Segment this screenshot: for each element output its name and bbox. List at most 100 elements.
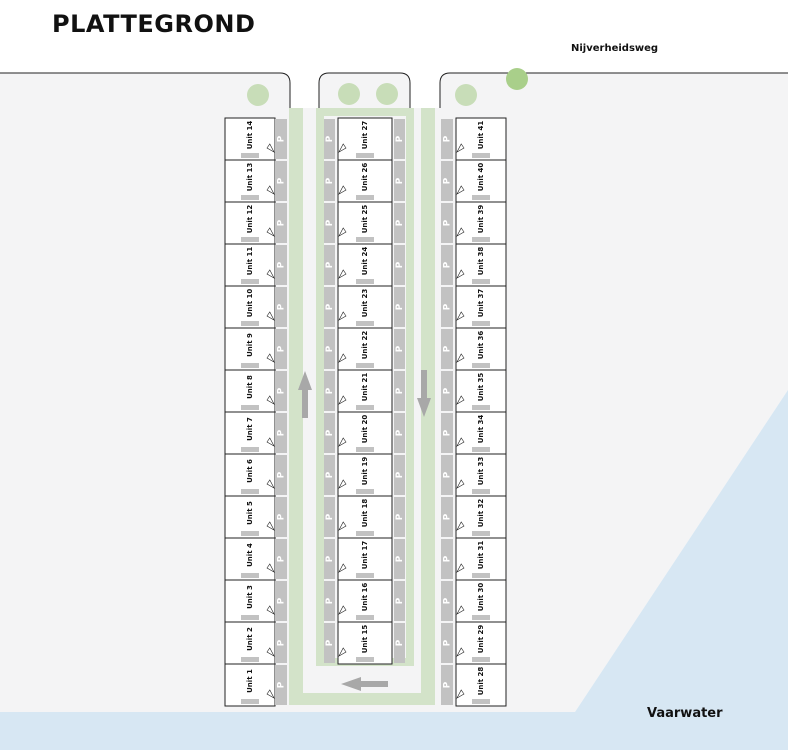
driving-lanes: [289, 108, 435, 705]
unit-27: Unit 27P: [324, 117, 393, 161]
parking-label: P: [325, 639, 335, 646]
parking-label: P: [277, 219, 287, 226]
unit-label: Unit 19: [361, 457, 369, 486]
unit-26: Unit 26P: [324, 159, 393, 203]
parking-spot: [394, 329, 405, 369]
loading-door-icon: [241, 153, 259, 158]
parking-spot: [324, 119, 335, 159]
unit-outline: [455, 285, 507, 329]
parking-spot: [394, 581, 405, 621]
parking-spot: [324, 245, 335, 285]
door-icon: [338, 227, 347, 237]
door-icon: [338, 311, 347, 321]
unit-19: Unit 19P: [324, 453, 393, 497]
parking-label: P: [277, 303, 287, 310]
parking-label: P: [395, 345, 405, 352]
door-icon: [456, 521, 465, 531]
road-label: Nijverheidsweg: [571, 43, 659, 54]
unit-label: Unit 1: [246, 669, 254, 693]
parking-label: P: [277, 681, 287, 688]
parking-spot-east-19: P: [394, 455, 405, 495]
loading-door-icon: [472, 363, 490, 368]
arrow-up-icon: [298, 371, 312, 418]
tree-icon: [376, 83, 398, 105]
tree-icon: [247, 84, 269, 106]
parking-spot: [441, 455, 453, 495]
parking-spot: [441, 203, 453, 243]
unit-31: Unit 31P: [441, 537, 507, 581]
loading-door-icon: [472, 489, 490, 494]
unit-23: Unit 23P: [324, 285, 393, 329]
parking-label: P: [277, 597, 287, 604]
parking-label: P: [325, 387, 335, 394]
parking-spot: [324, 161, 335, 201]
unit-label: Unit 40: [477, 163, 485, 192]
parking-label: P: [277, 513, 287, 520]
parking-spot-east-16: P: [394, 581, 405, 621]
door-icon: [456, 395, 465, 405]
parking-spot: [441, 161, 453, 201]
door-icon: [338, 395, 347, 405]
parking-spot: [324, 371, 335, 411]
unit-label: Unit 14: [246, 121, 254, 150]
loading-door-icon: [472, 573, 490, 578]
parking-label: P: [277, 387, 287, 394]
door-icon: [456, 185, 465, 195]
door-icon: [266, 521, 275, 531]
parking-label: P: [395, 135, 405, 142]
parking-spot: [275, 203, 287, 243]
parking-spot: [324, 623, 335, 663]
door-icon: [456, 689, 465, 699]
tree-roadside-icon: [506, 68, 528, 90]
parking-spot: [441, 371, 453, 411]
door-icon: [338, 143, 347, 153]
unit-label: Unit 30: [477, 583, 485, 612]
parking-label: P: [277, 429, 287, 436]
loading-door-icon: [356, 279, 374, 284]
unit-7: Unit 7 P: [224, 411, 287, 455]
loading-door-icon: [356, 195, 374, 200]
loading-door-icon: [241, 699, 259, 704]
door-icon: [456, 227, 465, 237]
door-icon: [456, 269, 465, 279]
unit-label: Unit 23: [361, 289, 369, 318]
door-icon: [456, 311, 465, 321]
door-icon: [266, 143, 275, 153]
parking-label: P: [443, 513, 453, 520]
unit-label: Unit 33: [477, 457, 485, 486]
unit-24: Unit 24P: [324, 243, 393, 287]
parking-spot: [394, 245, 405, 285]
site-outline: [0, 72, 788, 108]
page-title: PLATTEGROND: [52, 10, 256, 38]
parking-label: P: [395, 429, 405, 436]
door-icon: [266, 395, 275, 405]
unit-38: Unit 38P: [441, 243, 507, 287]
parking-label: P: [443, 177, 453, 184]
parking-label: P: [443, 387, 453, 394]
water-area: [0, 390, 788, 750]
loading-door-icon: [241, 447, 259, 452]
parking-spot: [324, 413, 335, 453]
unit-label: Unit 22: [361, 331, 369, 360]
door-icon: [456, 143, 465, 153]
unit-label: Unit 7: [246, 417, 254, 441]
unit-label: Unit 29: [477, 625, 485, 654]
loading-door-icon: [356, 531, 374, 536]
parking-label: P: [395, 177, 405, 184]
unit-label: Unit 24: [361, 247, 369, 276]
door-icon: [266, 185, 275, 195]
parking-spot: [441, 119, 453, 159]
parking-label: P: [395, 387, 405, 394]
unit-15: Unit 15P: [324, 621, 393, 665]
unit-16: Unit 16P: [324, 579, 393, 623]
loading-door-icon: [472, 531, 490, 536]
parking-spot-east-23: P: [394, 287, 405, 327]
parking-spot: [441, 623, 453, 663]
door-icon: [266, 605, 275, 615]
loading-door-icon: [356, 573, 374, 578]
door-icon: [266, 689, 275, 699]
